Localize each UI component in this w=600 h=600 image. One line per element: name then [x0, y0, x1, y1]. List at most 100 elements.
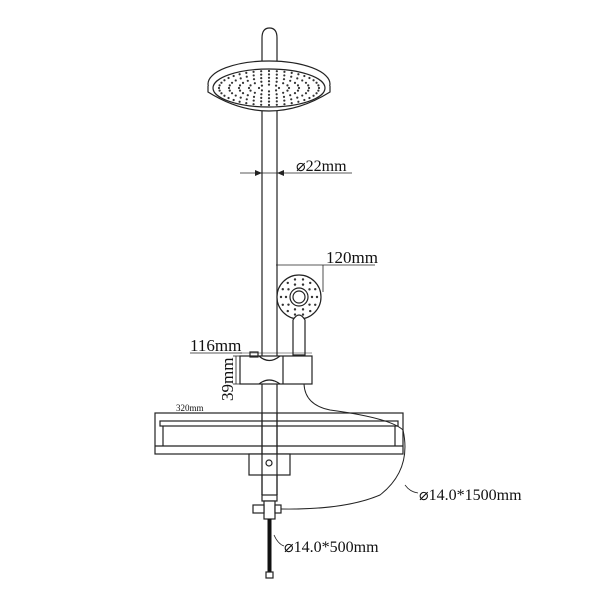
- nozzle-dot: [281, 287, 284, 291]
- nozzle-dot: [290, 102, 293, 105]
- pipe-diameter-label: ⌀22mm: [296, 158, 347, 175]
- nozzle-dot: [230, 81, 234, 84]
- nozzle-dot: [234, 94, 237, 97]
- nozzle-dot: [317, 86, 321, 90]
- nozzle-dot: [227, 86, 231, 90]
- nozzle-dot: [282, 82, 285, 85]
- nozzle-dot: [293, 81, 297, 84]
- nozzle-dot: [275, 77, 278, 80]
- diverter-valve: [252, 500, 282, 520]
- nozzle-dot: [301, 313, 305, 316]
- nozzle-dot: [293, 278, 297, 281]
- nozzle-dot: [290, 75, 293, 78]
- nozzle-dot: [287, 288, 290, 291]
- nozzle-dot: [239, 96, 242, 99]
- short-hose-leader: [273, 534, 285, 547]
- nozzle-dot: [267, 73, 271, 76]
- nozzle-dot: [275, 73, 278, 76]
- nozzle-dot: [301, 278, 305, 281]
- holder-height-label: 39mm: [218, 358, 237, 401]
- hand-shower-dimension: [276, 264, 375, 292]
- nozzle-dot: [252, 78, 256, 81]
- nozzle-dot: [275, 93, 278, 96]
- nozzle-dot: [253, 82, 256, 85]
- nozzle-dot: [314, 303, 317, 307]
- nozzle-dot: [232, 74, 235, 78]
- shelf-width-label: 320mm: [176, 403, 204, 413]
- nozzle-dot: [284, 295, 288, 299]
- nozzle-dot: [220, 81, 223, 84]
- nozzle-dot: [252, 95, 256, 98]
- nozzle-dot: [317, 89, 320, 92]
- nozzle-dot: [267, 103, 271, 107]
- nozzle-dot: [267, 93, 271, 96]
- shower-head-nozzles: [217, 69, 321, 107]
- hand-shower-width-label: 120mm: [326, 248, 378, 267]
- nozzle-dot: [260, 80, 263, 83]
- nozzle-dot: [238, 100, 241, 103]
- nozzle-dot: [307, 84, 310, 87]
- nozzle-dot: [308, 96, 311, 100]
- nozzle-dot: [283, 99, 286, 102]
- nozzle-dot: [275, 96, 278, 99]
- slide-holder: [239, 351, 313, 385]
- nozzle-dot: [238, 89, 242, 92]
- nozzle-dot: [260, 73, 263, 76]
- nozzle-dot: [228, 89, 231, 92]
- nozzle-dot: [286, 84, 289, 87]
- nozzle-dot: [246, 94, 249, 97]
- nozzle-dot: [307, 89, 310, 92]
- nozzle-dot: [287, 86, 291, 90]
- nozzle-dot: [312, 94, 315, 97]
- nozzle-dot: [290, 98, 293, 101]
- nozzle-dot: [245, 98, 248, 101]
- nozzle-dot: [297, 86, 301, 90]
- nozzle-dot: [230, 92, 234, 95]
- nozzle-dot: [293, 308, 297, 311]
- nozzle-dot: [301, 308, 305, 311]
- nozzle-dot: [301, 94, 304, 97]
- nozzle-dot: [220, 92, 223, 95]
- nozzle-dot: [282, 78, 286, 81]
- nozzle-dot: [223, 94, 226, 97]
- nozzle-dot: [309, 309, 312, 313]
- nozzle-dot: [260, 77, 263, 80]
- shelf: [154, 412, 404, 455]
- nozzle-dot: [274, 89, 278, 92]
- nozzle-dot: [315, 92, 318, 95]
- nozzle-dot: [260, 70, 263, 73]
- nozzle-dot: [287, 303, 290, 306]
- nozzle-dot: [307, 86, 311, 90]
- nozzle-dot: [252, 99, 255, 102]
- nozzle-dot: [252, 74, 255, 77]
- nozzle-dot: [297, 100, 300, 103]
- nozzle-dot: [275, 80, 278, 83]
- hand-shower: [276, 274, 322, 356]
- nozzle-dot: [315, 81, 318, 84]
- nozzle-dot: [249, 89, 252, 92]
- nozzle-dot: [293, 313, 297, 316]
- nozzle-dot: [246, 79, 249, 82]
- nozzle-dot: [309, 281, 312, 285]
- nozzle-dot: [238, 84, 242, 87]
- nozzle-dot: [296, 84, 300, 87]
- nozzle-dot: [245, 71, 248, 74]
- nozzle-dot: [260, 103, 263, 106]
- nozzle-dot: [281, 303, 284, 307]
- nozzle-dot: [267, 83, 271, 86]
- nozzle-dot: [267, 76, 271, 79]
- shelf-bracket: [248, 453, 291, 502]
- nozzle-dot: [277, 86, 281, 90]
- nozzle-dot: [283, 103, 286, 106]
- nozzle-dot: [241, 92, 245, 95]
- nozzle-dot: [267, 100, 271, 103]
- nozzle-dot: [286, 309, 289, 313]
- nozzle-dot: [245, 102, 248, 105]
- nozzle-dot: [286, 281, 289, 285]
- nozzle-dot: [252, 103, 255, 106]
- nozzle-dot: [217, 86, 221, 90]
- nozzle-dot: [274, 84, 278, 87]
- nozzle-dot: [238, 73, 241, 76]
- nozzle-dot: [247, 86, 251, 90]
